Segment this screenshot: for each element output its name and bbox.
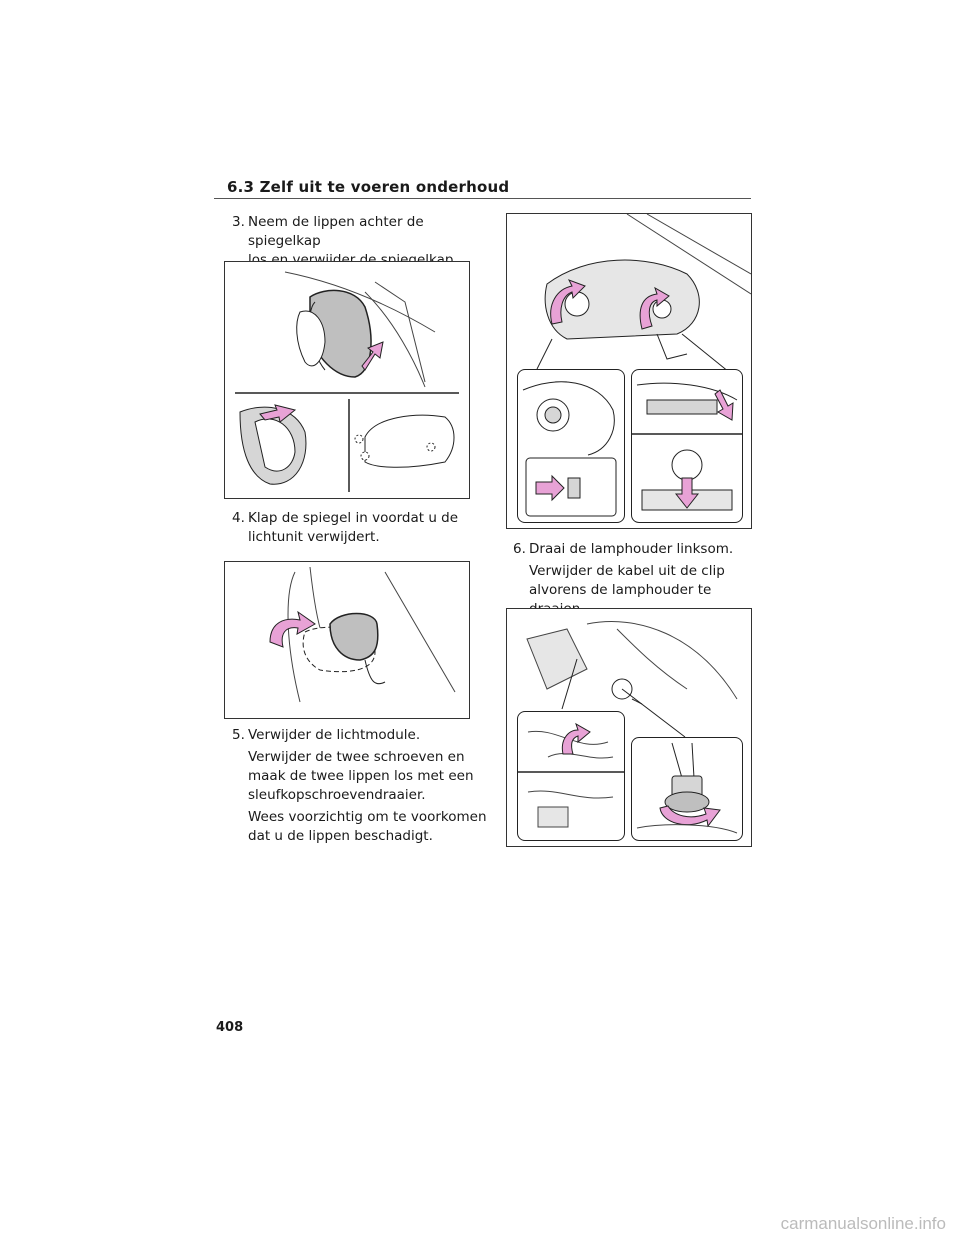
page-number: 408 — [216, 1020, 244, 1035]
step-6-title: Draai de lamphouder linksom. — [529, 541, 734, 557]
step-5-paragraph-1: Verwijder de twee schroeven en maak de t… — [248, 749, 474, 803]
step-5-paragraph-2: Wees voorzichtig om te voorkomen dat u d… — [248, 809, 487, 844]
step-5-title: Verwijder de lichtmodule. — [248, 727, 421, 743]
inset-clips — [631, 369, 743, 523]
rotate-arrow-icon — [269, 610, 316, 648]
step-5-number: 5. — [232, 727, 245, 743]
arrow-icon — [674, 477, 700, 509]
arrow-icon — [714, 389, 734, 421]
arrow-icon — [361, 341, 384, 371]
inset-rotate-holder — [631, 737, 743, 841]
arrow-icon — [561, 722, 591, 755]
figure-bulb-holder — [506, 608, 752, 847]
arrow-icon — [550, 279, 586, 325]
arrow-icon — [259, 404, 297, 423]
inset-cable-clip — [517, 711, 625, 841]
step-3-line-1: Neem de lippen achter de spiegelkap — [248, 214, 424, 249]
step-4-number: 4. — [232, 510, 245, 526]
rotate-arrow-icon — [659, 805, 721, 828]
watermark: carmanualsonline.info — [780, 1214, 946, 1233]
figure-light-module — [506, 213, 752, 529]
inset-screws — [517, 369, 625, 523]
step-4-line-1: Klap de spiegel in voordat u de — [248, 510, 459, 526]
figure-mirror-cover — [224, 261, 470, 499]
arrow-icon — [535, 474, 565, 502]
step-3-number: 3. — [232, 214, 245, 230]
section-title: 6.3 Zelf uit te voeren onderhoud — [227, 178, 510, 196]
step-4: 4. Klap de spiegel in voordat u de licht… — [232, 509, 492, 547]
step-4-line-2: lichtunit verwijdert. — [248, 529, 380, 545]
section-rule — [214, 198, 751, 199]
step-6-number: 6. — [513, 541, 526, 557]
step-5: 5. Verwijder de lichtmodule. Verwijder d… — [232, 726, 492, 849]
arrow-icon — [639, 286, 670, 330]
figure-fold-mirror — [224, 561, 470, 719]
